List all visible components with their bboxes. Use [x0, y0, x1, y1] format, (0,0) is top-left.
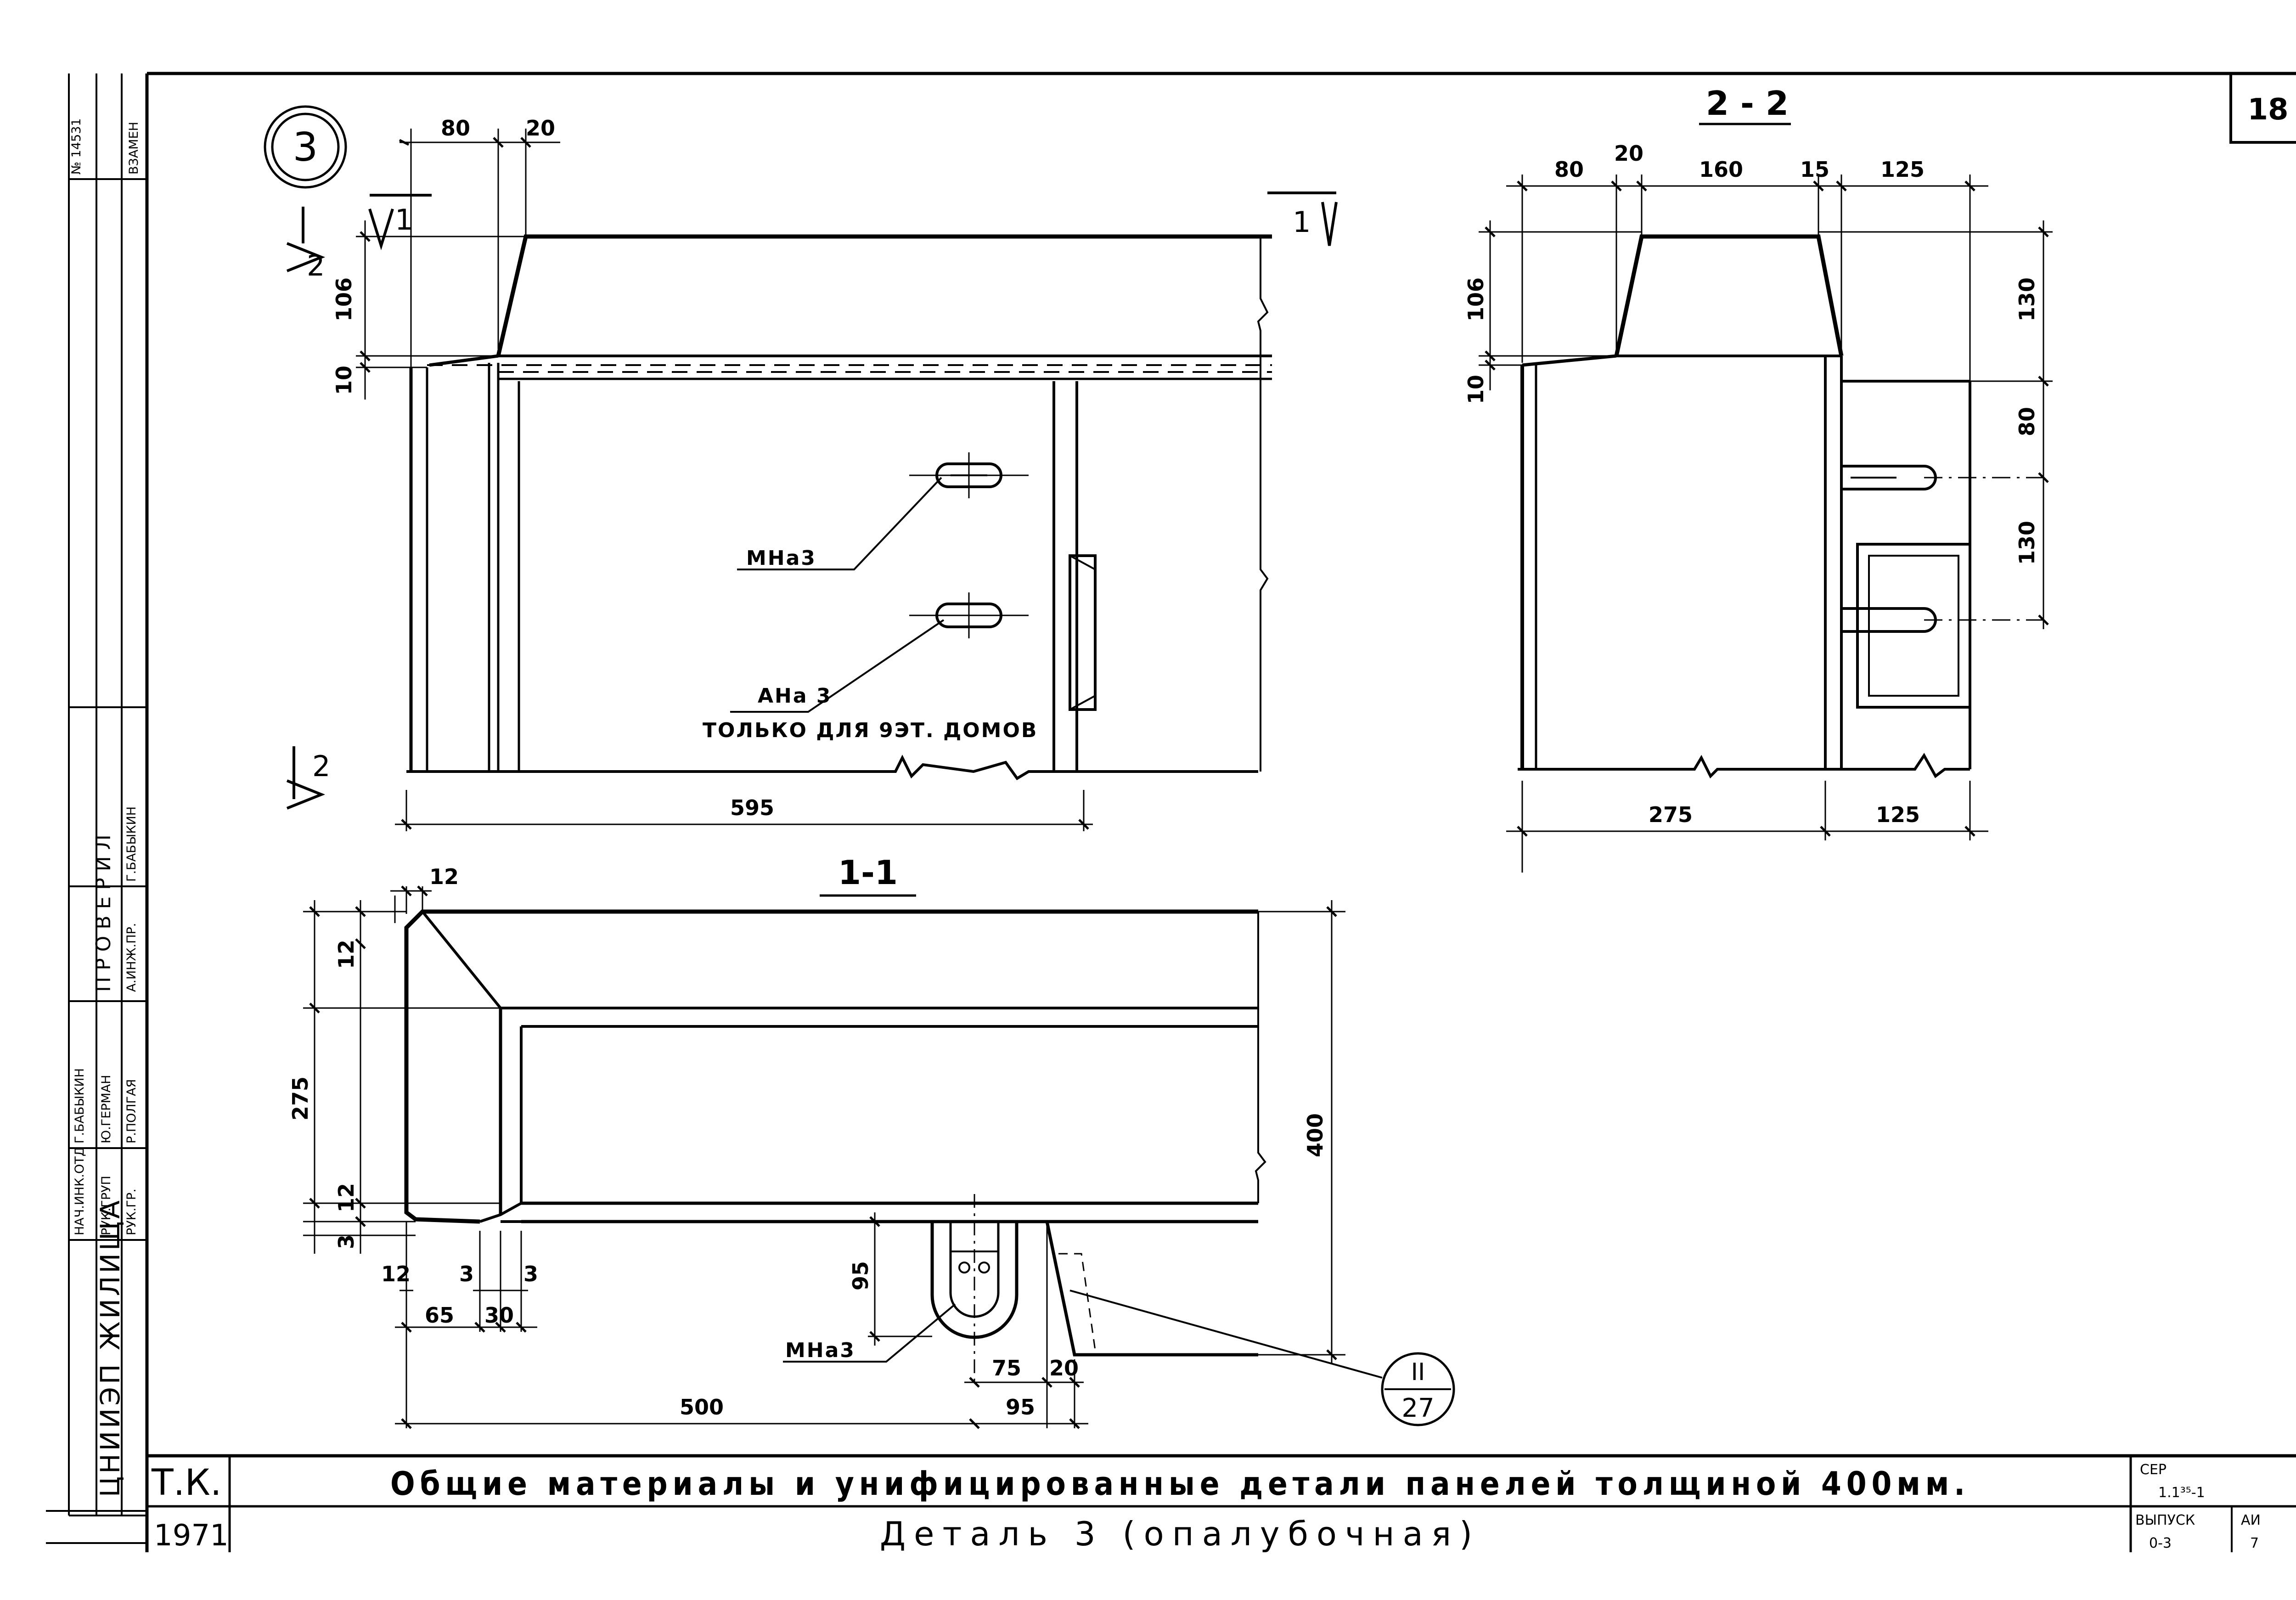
s11-dim-400: 400	[1303, 1113, 1328, 1157]
stamp-organization: ЦНИИЭП ЖИЛИЩА	[95, 1198, 126, 1497]
section-1-1-title: 1-1	[838, 853, 898, 892]
elevation-dimensions	[356, 129, 1093, 831]
elev-dim-80: 80	[441, 116, 470, 141]
s11-dim-12-h: 12	[381, 1262, 411, 1286]
section-2-2-title: 2 - 2	[1706, 84, 1789, 123]
s11-dim-3-v: 3	[334, 1234, 359, 1249]
title-block-al-label: АИ	[2241, 1512, 2261, 1528]
stamp-rukgr: РУК.ГР.	[124, 1189, 139, 1235]
s11-dim-12-top: 12	[429, 864, 459, 889]
title-block-tk: Т.К.	[151, 1462, 222, 1504]
s11-dim-12-vbot: 12	[334, 1183, 359, 1212]
label-ana: АНа 3	[758, 684, 832, 708]
s22-dim-80: 80	[1554, 157, 1584, 182]
title-block-ser-value: 1.1³⁵-1	[2158, 1485, 2205, 1501]
title-block-subtitle: Деталь 3 (опалубочная)	[880, 1515, 1480, 1553]
stamp-check-title: П Р О В Е Р И Л	[92, 834, 115, 992]
section-1-1-view	[404, 909, 1455, 1426]
title-block-al-value: 7	[2250, 1535, 2259, 1551]
s22-dim-275: 275	[1649, 802, 1693, 827]
s22-dim-20: 20	[1614, 141, 1643, 166]
stamp-ruk: РУК.ГРУП	[99, 1176, 113, 1235]
s11-dim-3-a: 3	[459, 1262, 474, 1286]
label-mna-bottom: МНа3	[785, 1339, 855, 1362]
cut-1-left: 1	[395, 203, 413, 237]
callout-top: II	[1411, 1358, 1425, 1386]
s11-dim-3-b: 3	[523, 1262, 538, 1286]
s22-dim-10: 10	[1463, 375, 1488, 404]
elevation-view	[406, 234, 1272, 780]
s22-dim-130a: 130	[2015, 277, 2039, 321]
elev-dim-10: 10	[332, 366, 356, 395]
section-2-2-view	[1518, 234, 2043, 779]
side-stamp	[46, 73, 147, 1544]
s11-dim-275: 275	[288, 1076, 313, 1121]
cut-1-right: 1	[1293, 205, 1311, 239]
callout-bottom: 27	[1401, 1393, 1434, 1423]
archive-number: № 14531	[69, 118, 84, 175]
stamp-check-role: А.ИНЖ.ПР.	[124, 923, 139, 992]
archive-label: ВЗАМЕН	[127, 122, 141, 175]
s11-dim-95-v: 95	[848, 1261, 873, 1290]
s11-dim-30: 30	[484, 1303, 514, 1328]
stamp-nach: НАЧ.ИНК.ОТД	[73, 1147, 87, 1235]
stamp-name-1: Г.БАБЫКИН	[73, 1068, 87, 1144]
title-block-ser-label: СЕР	[2140, 1462, 2167, 1478]
s11-dim-75: 75	[992, 1356, 1021, 1380]
label-mna-top: МНа3	[746, 546, 816, 570]
s11-dim-12-vtop: 12	[334, 940, 359, 969]
cut-2-bottom: 2	[312, 749, 330, 783]
detail-marker-number: 3	[293, 124, 318, 170]
sheet-frame	[145, 72, 2296, 1552]
s11-dim-95-h: 95	[1006, 1395, 1035, 1420]
section-cut-marks	[286, 192, 1338, 810]
section-2-2-dimensions	[1479, 175, 2053, 873]
s22-dim-130b: 130	[2015, 521, 2039, 565]
elev-dim-106: 106	[332, 277, 356, 321]
title-block-vyp-value: 0-3	[2149, 1535, 2172, 1551]
label-ana-note: ТОЛЬКО ДЛЯ 9ЭТ. ДОМОВ	[703, 719, 1038, 742]
s22-dim-15: 15	[1800, 157, 1829, 182]
s22-dim-160: 160	[1699, 157, 1743, 182]
detail-marker	[264, 105, 347, 189]
s22-dim-125b: 125	[1876, 802, 1920, 827]
s11-dim-500: 500	[680, 1395, 724, 1420]
title-block-title: Общие материалы и унифицированные детали…	[390, 1465, 1970, 1503]
title-block-year: 1971	[154, 1519, 229, 1553]
elev-dim-595: 595	[730, 795, 774, 820]
s22-dim-125: 125	[1880, 157, 1925, 182]
section-1-1-dimensions	[303, 885, 1345, 1429]
stamp-name-3: Р.ПОЛГАЯ	[124, 1079, 139, 1144]
stamp-check-name: Г.БАБЫКИН	[124, 806, 139, 882]
s11-dim-65: 65	[425, 1303, 454, 1328]
elev-dim-20: 20	[526, 116, 555, 141]
cut-2-top: 2	[307, 249, 325, 282]
s22-dim-80v: 80	[2015, 407, 2039, 436]
stamp-name-2: Ю.ГЕРМАН	[99, 1075, 113, 1144]
sheet-number: 18	[2247, 93, 2288, 127]
s22-dim-106: 106	[1463, 277, 1488, 321]
s11-dim-20: 20	[1049, 1356, 1079, 1380]
title-block-vyp-label: ВЫПУСК	[2135, 1512, 2195, 1528]
